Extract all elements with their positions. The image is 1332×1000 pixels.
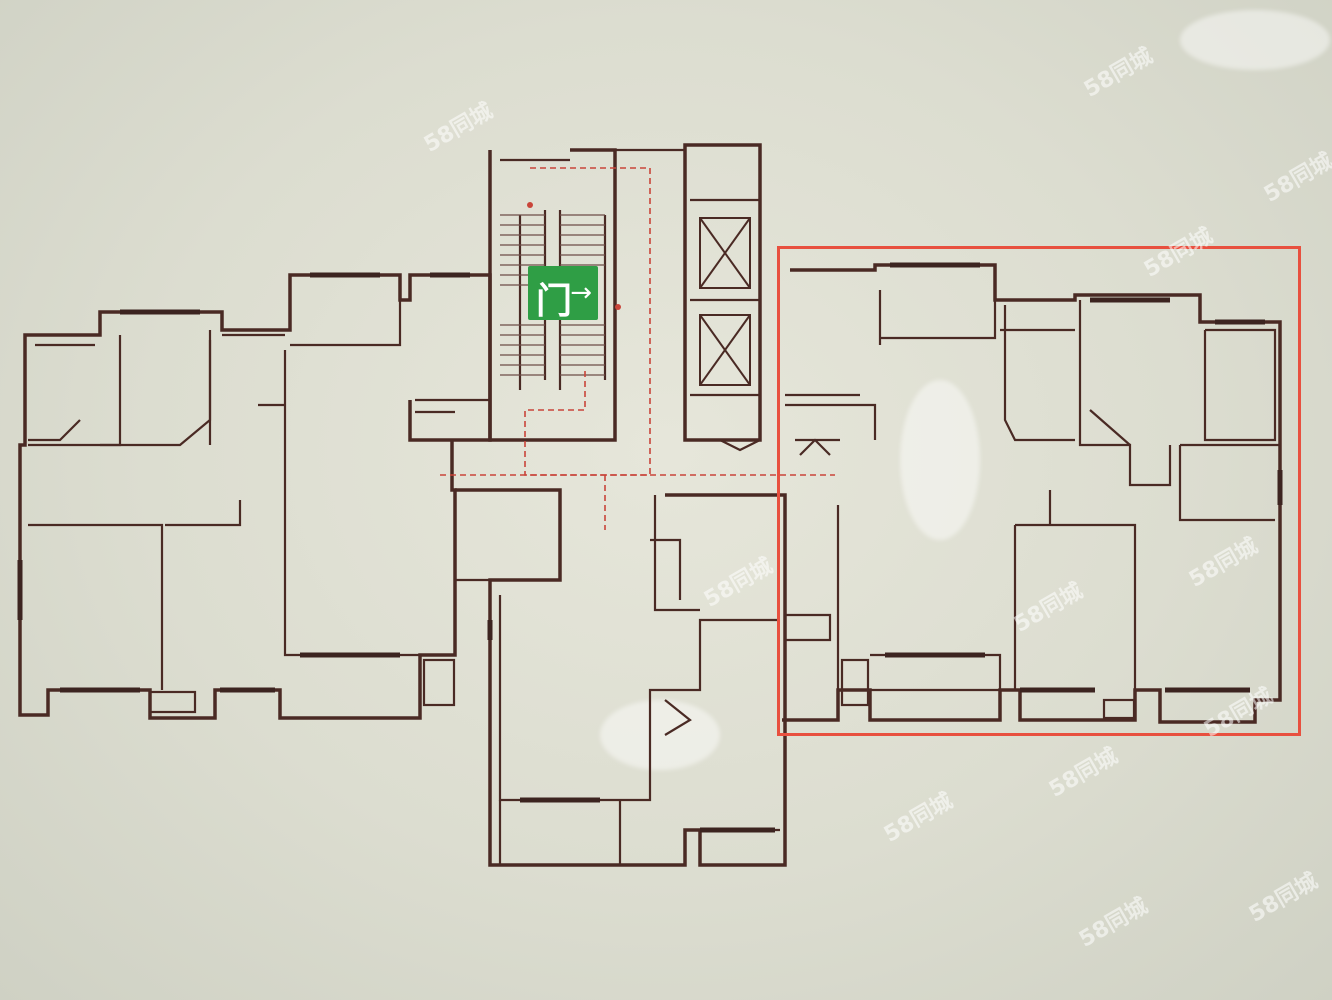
stair-core — [488, 143, 762, 452]
evacuation-route — [440, 167, 835, 530]
unit-highlight-frame — [777, 246, 1301, 736]
center-unit — [455, 488, 787, 867]
right-unit — [782, 262, 1283, 724]
exit-arrow-icon: → — [570, 278, 592, 308]
exit-glyph: 门 — [536, 281, 573, 322]
left-unit — [17, 272, 492, 720]
exit-sign-icon: 门 → — [528, 266, 598, 322]
paper-smudge — [1180, 10, 1330, 70]
stair-treads — [500, 214, 605, 376]
paper-smudge — [600, 700, 720, 770]
paper-smudge — [900, 380, 980, 540]
